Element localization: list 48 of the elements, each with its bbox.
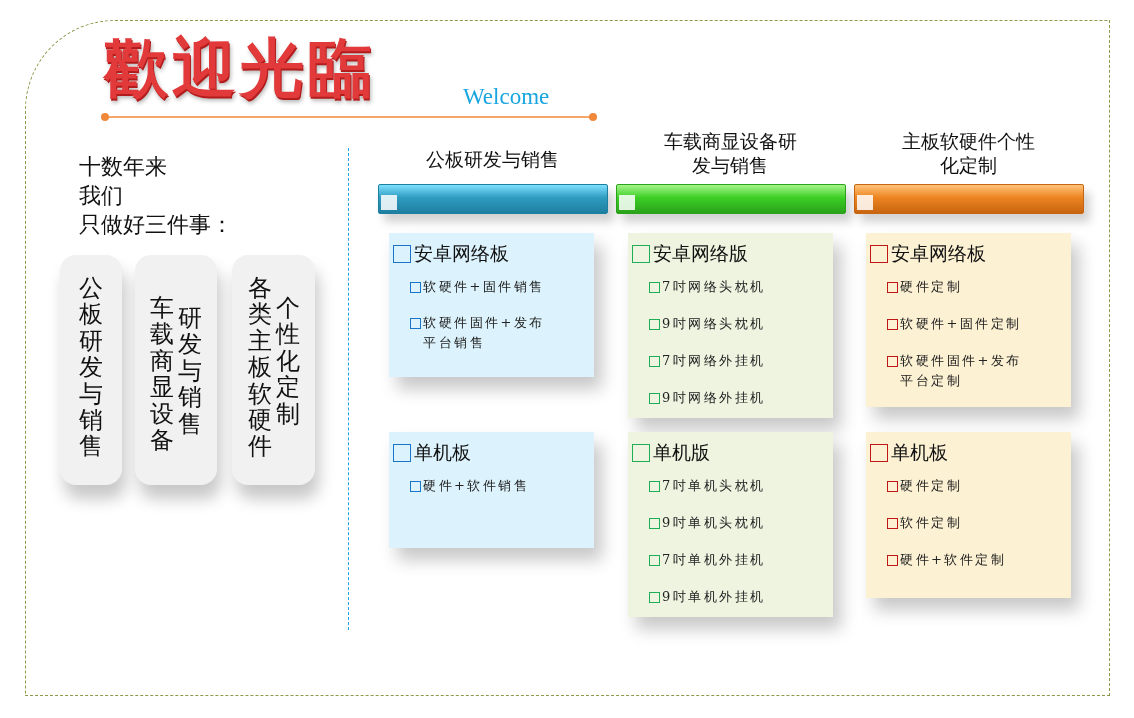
vertical-text: 公板研发与销售 [79, 275, 103, 463]
note-card [389, 233, 594, 377]
note-card [866, 233, 1071, 407]
note-card [628, 233, 833, 418]
intro-text: 十数年来 [79, 154, 167, 181]
card-heading: 单机版 [653, 440, 710, 465]
list-item: 硬件+软件销售 [423, 477, 531, 495]
list-item: 硬件定制 [900, 477, 963, 495]
card-heading: 安卓网络版 [653, 241, 748, 266]
note-card [628, 432, 833, 617]
vertical-text: 各类主板软硬件 [247, 275, 272, 463]
list-item: 7吋单机外挂机 [662, 551, 767, 569]
card-heading: 单机板 [414, 440, 471, 465]
list-item: 软件定制 [900, 514, 963, 532]
subtitle: Welcome [463, 84, 550, 110]
vertical-text: 个性化定制 [275, 295, 300, 430]
rounded-card [232, 255, 315, 485]
header-bar [854, 184, 1084, 214]
list-item: 软硬件固件+发布平台销售 [423, 314, 546, 352]
intro-text: 我们 [79, 183, 123, 210]
card-heading: 安卓网络板 [414, 241, 509, 266]
title: 歡迎光臨 [104, 30, 376, 107]
column-heading: 主板软硬件个性化定制 [900, 130, 1036, 178]
list-item: 7吋网络外挂机 [662, 352, 767, 370]
vertical-text: 研发与销售 [178, 305, 202, 440]
list-item: 9吋网络头枕机 [662, 315, 767, 333]
note-card [389, 432, 594, 548]
rounded-card [60, 255, 122, 485]
list-item: 硬件+软件定制 [900, 551, 1008, 569]
header-bar [616, 184, 846, 214]
list-item: 软硬件+固件定制 [900, 315, 1023, 333]
list-item: 9吋网络外挂机 [662, 389, 767, 407]
note-card [866, 432, 1071, 598]
list-item: 软硬件+固件销售 [423, 278, 546, 296]
list-item: 9吋单机头枕机 [662, 514, 767, 532]
header-bar [378, 184, 608, 214]
intro-text: 只做好三件事： [79, 212, 233, 239]
column-heading: 公板研发与销售 [424, 148, 560, 172]
vertical-text: 车载商显设备 [150, 295, 174, 456]
list-item: 7吋网络头枕机 [662, 278, 767, 296]
column-heading: 车载商显设备研发与销售 [662, 130, 798, 178]
rounded-card [135, 255, 217, 485]
list-item: 9吋单机外挂机 [662, 588, 767, 606]
list-item: 硬件定制 [900, 278, 963, 296]
card-heading: 单机板 [891, 440, 948, 465]
card-heading: 安卓网络板 [891, 241, 986, 266]
list-item: 7吋单机头枕机 [662, 477, 767, 495]
list-item: 软硬件固件+发布平台定制 [900, 352, 1023, 390]
